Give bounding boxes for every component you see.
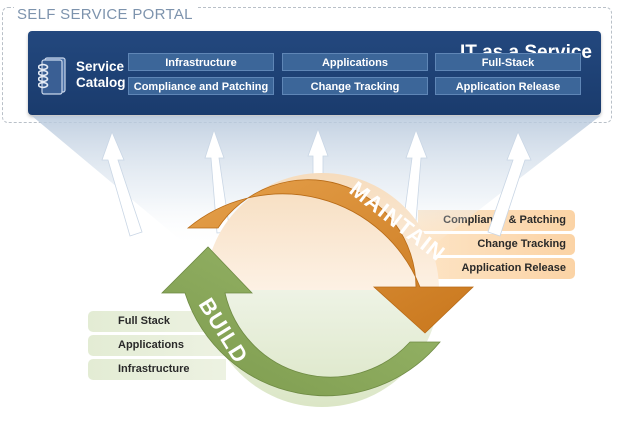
portal-label: SELF SERVICE PORTAL [14, 6, 196, 23]
catalog-button-infrastructure[interactable]: Infrastructure [128, 53, 274, 71]
catalog-label-line2: Catalog [76, 75, 126, 90]
catalog-button-full-stack[interactable]: Full-Stack [435, 53, 581, 71]
build-item-infrastructure: Infrastructure [88, 359, 226, 380]
catalog-button-change-tracking[interactable]: Change Tracking [282, 77, 428, 95]
catalog-button-application-release[interactable]: Application Release [435, 77, 581, 95]
up-arrow-1 [101, 130, 143, 237]
cycle-disc-top [205, 173, 439, 290]
build-arrow [161, 246, 441, 397]
build-item-full-stack: Full Stack [88, 311, 226, 332]
catalog-button-compliance-patching[interactable]: Compliance and Patching [128, 77, 274, 95]
catalog-button-applications[interactable]: Applications [282, 53, 428, 71]
build-item-applications: Applications [88, 335, 226, 356]
catalog-label-line1: Service [76, 59, 125, 74]
service-catalog-panel: IT as a Service Service Catalog Infrastr… [28, 31, 601, 115]
maintain-item-application-release: Application Release [418, 258, 575, 279]
up-arrow-5 [487, 130, 532, 237]
catalog-icon [38, 57, 66, 95]
service-catalog-label: Service Catalog [76, 59, 126, 91]
maintain-item-change-tracking: Change Tracking [418, 234, 575, 255]
maintain-arrow [186, 179, 474, 334]
